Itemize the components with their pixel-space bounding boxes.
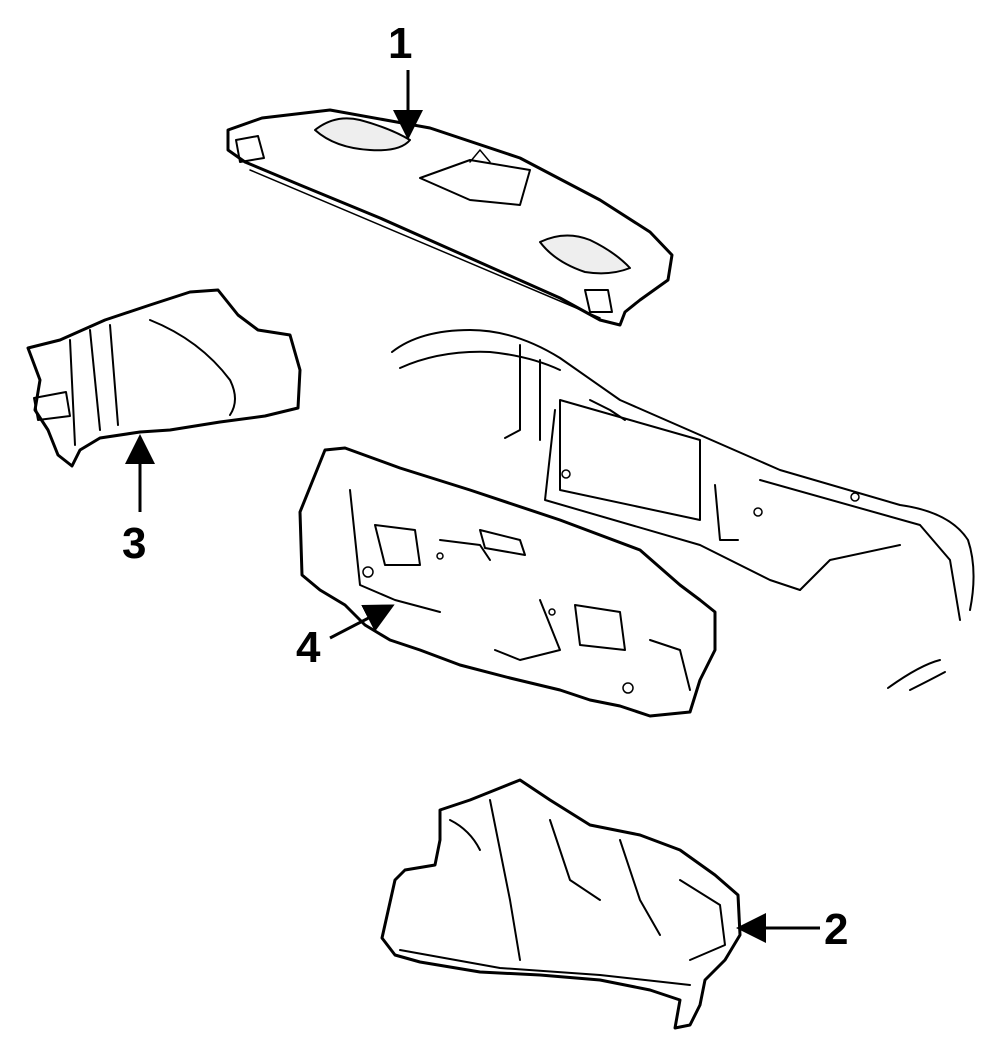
part-2-side-liner[interactable] xyxy=(380,778,742,1030)
callout-label-1: 1 xyxy=(388,19,412,68)
callout-4: 4 xyxy=(296,604,395,672)
part-4-rear-panel-trim[interactable] xyxy=(298,446,717,718)
part-3-side-liner[interactable] xyxy=(26,288,302,468)
callout-label-3: 3 xyxy=(122,519,146,568)
callout-label-2: 2 xyxy=(824,905,848,954)
callout-2: 2 xyxy=(736,905,848,954)
callout-label-4: 4 xyxy=(296,623,321,672)
part-1-package-tray[interactable] xyxy=(226,108,674,327)
callout-3: 3 xyxy=(122,434,155,568)
callout-1: 1 xyxy=(388,19,423,140)
leader-arrow-4 xyxy=(329,604,395,640)
trunk-body-outline xyxy=(391,329,975,691)
